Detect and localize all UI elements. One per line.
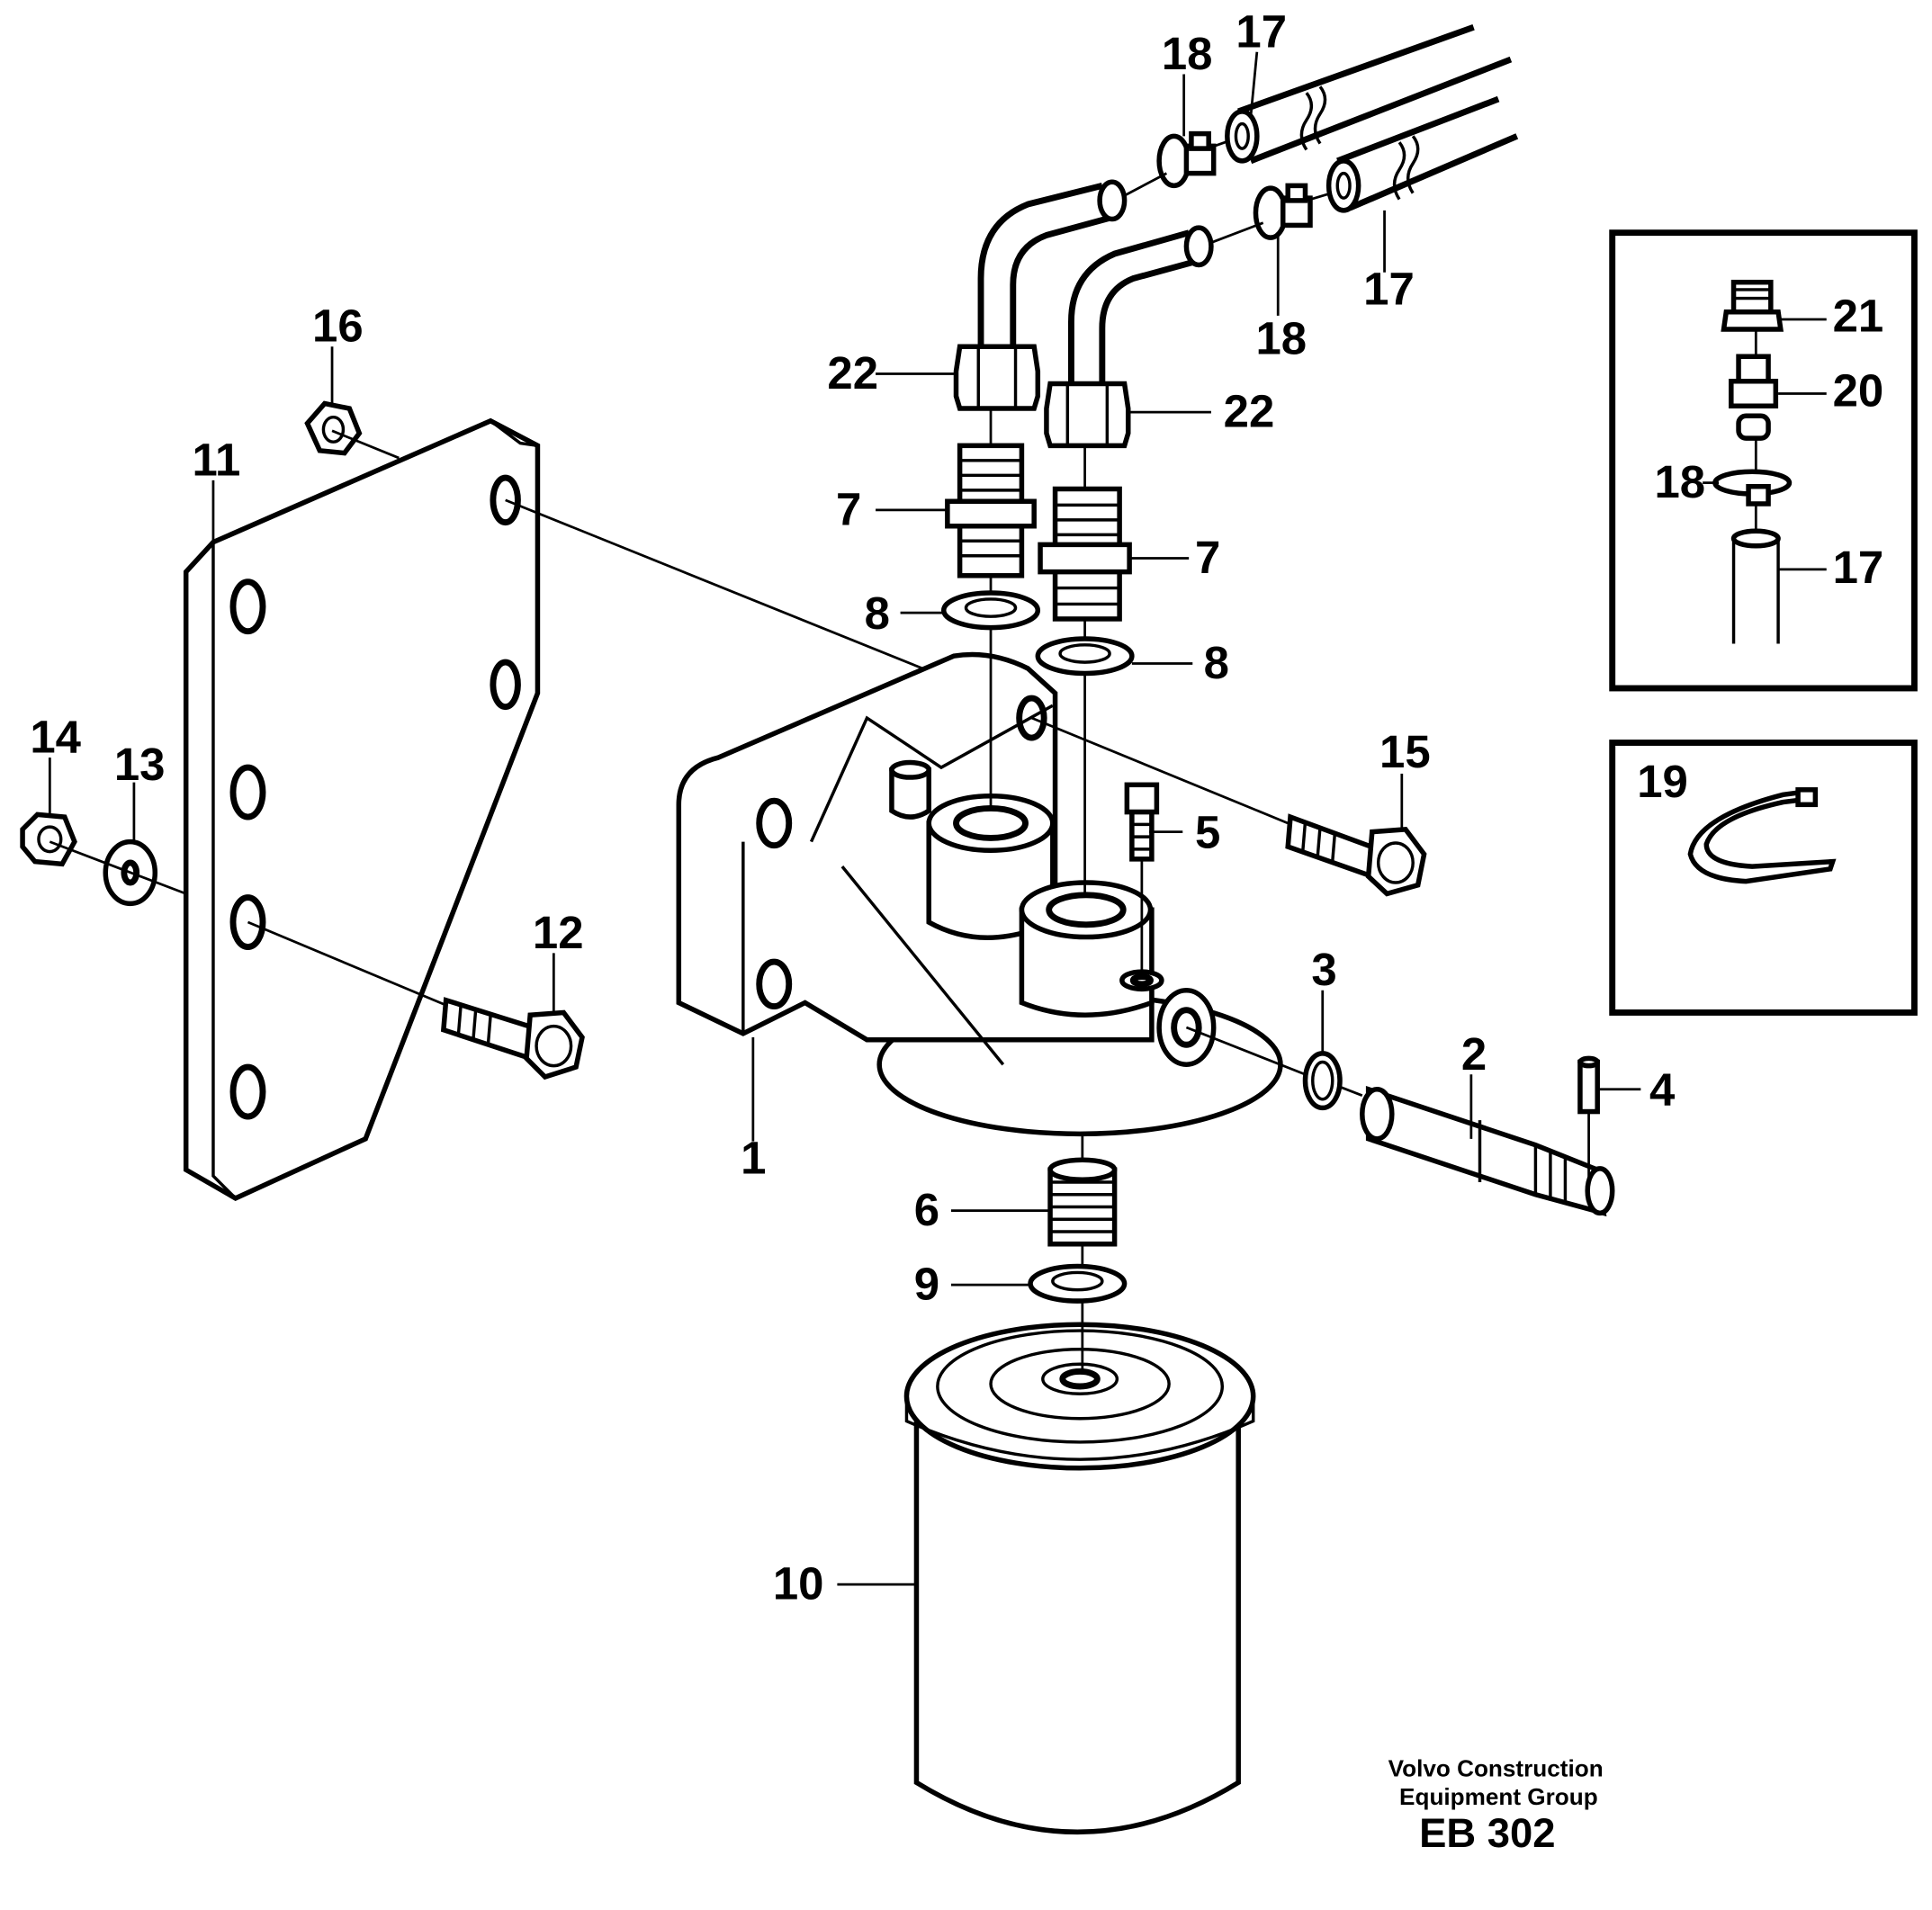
socket-screw-5 [1124,782,1160,862]
hose-lower [1325,95,1519,213]
label-17-inset: 17 [1833,542,1884,593]
credit-line-2: Equipment Group [1399,1783,1598,1810]
union-nut-left [953,344,1041,411]
sensor-2 [1360,1085,1615,1217]
label-8-right: 8 [1204,637,1229,688]
label-13: 13 [114,739,166,790]
label-20: 20 [1833,364,1884,416]
label-16: 16 [312,300,364,352]
assembly-lines [49,139,1590,1372]
label-6: 6 [914,1184,939,1235]
label-10: 10 [773,1558,824,1610]
bolt-15 [1285,813,1427,897]
bolt-12 [440,997,585,1081]
label-18-top: 18 [1162,28,1213,79]
label-19: 19 [1637,756,1688,807]
label-3: 3 [1311,944,1336,995]
label-17-mid: 17 [1363,263,1415,314]
label-11: 11 [193,434,241,485]
label-17-top: 17 [1236,5,1287,57]
label-21: 21 [1833,291,1884,342]
label-7-left: 7 [836,483,861,534]
o-ring-3 [1302,1051,1343,1111]
adapter-nipple-right [1038,486,1132,622]
adapter-nipple-left [945,443,1037,578]
credit-line-1: Volvo Construction [1388,1754,1604,1781]
label-1: 1 [741,1132,766,1183]
filter-head [676,651,1283,1137]
leader-lines [48,51,1827,1586]
label-5: 5 [1195,806,1220,857]
label-14: 14 [30,712,81,763]
washer-8-right [1035,636,1135,677]
part-labels: 1 2 3 4 5 6 7 7 8 8 9 10 11 12 13 14 15 … [30,5,1883,1609]
label-4: 4 [1649,1064,1676,1116]
hose-clamp-upper [1156,130,1217,189]
union-nut-right [1044,381,1131,449]
label-12: 12 [533,907,584,958]
label-18-inset: 18 [1654,456,1705,507]
label-15: 15 [1379,726,1431,777]
center-nipple [1047,1157,1118,1247]
pin-4 [1577,1055,1600,1115]
inset-cable-tie [1609,740,1918,1016]
hose-upper [1225,24,1513,165]
filter-cartridge [903,1322,1256,1835]
illustration-code: EB 302 [1419,1810,1555,1856]
mounting-plate [183,417,541,1201]
pipe-right [1068,225,1214,384]
label-9: 9 [914,1259,939,1310]
nut-16 [304,400,363,456]
label-7-right: 7 [1195,532,1220,583]
label-18-mid: 18 [1255,313,1307,364]
nut-14 [20,812,77,867]
label-22-left: 22 [827,347,878,399]
label-2: 2 [1461,1028,1487,1080]
washer-8-left [940,590,1041,631]
label-8-left: 8 [865,587,890,639]
hose-clamp-lower [1253,183,1313,240]
seal-ring-9 [1028,1263,1128,1304]
pipe-left [977,179,1128,347]
publisher-credit: Volvo Construction Equipment Group EB 30… [1388,1754,1604,1855]
label-22-right: 22 [1224,386,1275,437]
